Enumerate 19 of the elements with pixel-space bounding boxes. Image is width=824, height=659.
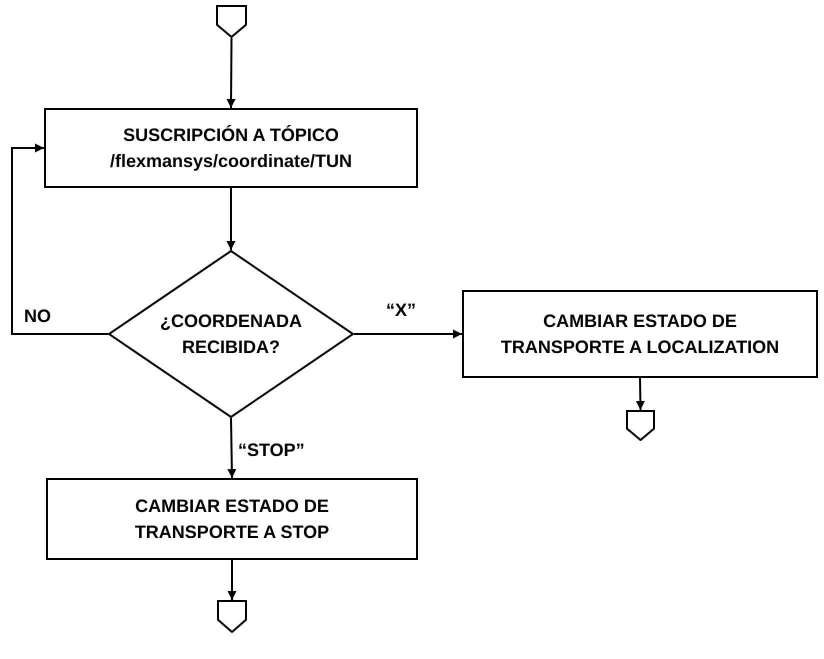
node-text: CAMBIAR ESTADO DE TRANSPORTE A LOCALIZATION bbox=[500, 310, 780, 359]
off-page-connector bbox=[217, 600, 247, 633]
decision-diamond bbox=[108, 250, 354, 418]
process-box bbox=[44, 108, 418, 188]
off-page-connector bbox=[216, 5, 247, 38]
arrow bbox=[636, 378, 645, 410]
arrow bbox=[226, 38, 236, 108]
node-text: CAMBIAR ESTADO DE TRANSPORTE A STOP bbox=[134, 494, 330, 544]
process-box bbox=[462, 290, 818, 378]
off-page-connector bbox=[626, 410, 655, 441]
process-box bbox=[46, 478, 418, 560]
node-text: ¿COORDENADA RECIBIDA? bbox=[159, 310, 303, 359]
node-text: SUSCRIPCIÓN A TÓPICO bbox=[123, 124, 339, 147]
arrow bbox=[227, 418, 236, 478]
arrow bbox=[354, 330, 462, 338]
arrow bbox=[228, 560, 236, 600]
arrow bbox=[11, 144, 108, 335]
arrow bbox=[226, 188, 236, 250]
node-text: /flexmansys/coordinate/TUN bbox=[110, 150, 352, 173]
